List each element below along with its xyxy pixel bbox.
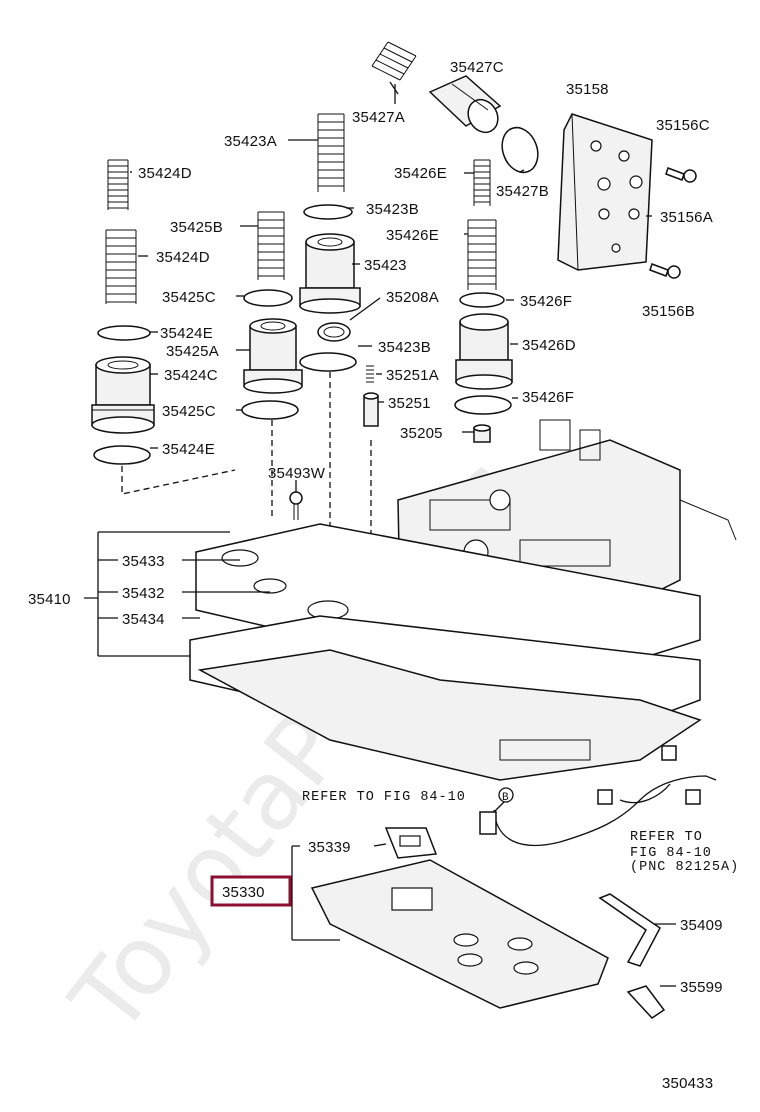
label-35426f-lower[interactable]: 35426F [522, 389, 574, 406]
o-ring-35423b-lower[interactable] [299, 352, 357, 372]
cover-plate-35158[interactable] [557, 113, 653, 271]
label-35156c[interactable]: 35156C [656, 117, 710, 134]
wire-harness[interactable] [479, 745, 717, 847]
ring-35208a[interactable] [317, 322, 351, 342]
label-35424c[interactable]: 35424C [164, 367, 218, 384]
label-35427b[interactable]: 35427B [496, 183, 549, 200]
label-35423a[interactable]: 35423A [224, 133, 277, 150]
piston-35423[interactable] [299, 233, 361, 314]
spring-35427a[interactable] [371, 41, 417, 81]
spring-35424d-lower[interactable] [105, 229, 137, 304]
label-35599[interactable]: 35599 [680, 979, 723, 996]
o-ring-35426f-upper[interactable] [459, 292, 505, 308]
label-35423b-lower[interactable]: 35423B [378, 339, 431, 356]
label-35410[interactable]: 35410 [28, 591, 71, 608]
bolt-35493w[interactable] [289, 491, 303, 520]
strainer-35330[interactable] [310, 859, 609, 1009]
label-35208a[interactable]: 35208A [386, 289, 439, 306]
bolt-35156b[interactable] [649, 263, 681, 279]
bracket-35599[interactable] [626, 985, 666, 1019]
label-35424d-lower[interactable]: 35424D [156, 249, 210, 266]
label-35425b[interactable]: 35425B [170, 219, 223, 236]
o-ring-35426f-lower[interactable] [454, 395, 512, 415]
refer-to-fig-1[interactable]: REFER TO FIG 84-10 [302, 790, 466, 805]
refer-to-line3[interactable]: (PNC 82125A) [630, 860, 739, 875]
label-35158[interactable]: 35158 [566, 81, 609, 98]
label-35427c[interactable]: 35427C [450, 59, 504, 76]
bolt-35156c[interactable] [665, 167, 697, 183]
label-35424d-upper[interactable]: 35424D [138, 165, 192, 182]
label-35426e-upper[interactable]: 35426E [394, 165, 447, 182]
refer-to-line2[interactable]: FIG 84-10 [630, 846, 712, 861]
leader-lines [84, 81, 676, 987]
label-35426f-upper[interactable]: 35426F [520, 293, 572, 310]
label-35156b[interactable]: 35156B [642, 303, 695, 320]
label-35432[interactable]: 35432 [122, 585, 165, 602]
o-ring-35424e-lower[interactable] [93, 445, 151, 465]
label-35251[interactable]: 35251 [388, 395, 431, 412]
spring-35423a[interactable] [317, 113, 345, 192]
label-35156a[interactable]: 35156A [660, 209, 713, 226]
label-35425c-lower[interactable]: 35425C [162, 403, 216, 420]
label-35426e-lower[interactable]: 35426E [386, 227, 439, 244]
label-35425a[interactable]: 35425A [166, 343, 219, 360]
cap-35427b[interactable] [496, 123, 544, 178]
figure-number: 350433 [662, 1075, 713, 1092]
o-ring-35425c-lower[interactable] [241, 400, 299, 420]
spring-35426e-upper[interactable] [473, 159, 491, 206]
gasket-35339[interactable] [384, 827, 438, 859]
refer-marker-b-letter: B [502, 792, 510, 804]
o-ring-35424e-upper[interactable] [97, 325, 151, 341]
label-35339[interactable]: 35339 [308, 839, 351, 856]
refer-marker-b[interactable]: B [498, 787, 514, 804]
valve-35251[interactable] [363, 392, 379, 427]
label-35205[interactable]: 35205 [400, 425, 443, 442]
label-35423b-upper[interactable]: 35423B [366, 201, 419, 218]
piston-35426d[interactable] [455, 313, 513, 390]
label-35251a[interactable]: 35251A [386, 367, 439, 384]
highlight-35330[interactable]: 35330 [210, 875, 292, 907]
label-35330: 35330 [222, 884, 265, 901]
valve-body-lower[interactable] [197, 649, 702, 781]
o-ring-35425c-upper[interactable] [243, 289, 293, 307]
label-35493w[interactable]: 35493W [268, 465, 326, 482]
label-35425c-upper[interactable]: 35425C [162, 289, 216, 306]
spring-35251a[interactable] [366, 365, 374, 383]
piston-35424c[interactable] [91, 356, 155, 434]
label-35423[interactable]: 35423 [364, 257, 407, 274]
spring-35425b[interactable] [257, 211, 285, 280]
label-35409[interactable]: 35409 [680, 917, 723, 934]
label-35427a[interactable]: 35427A [352, 109, 405, 126]
label-35433[interactable]: 35433 [122, 553, 165, 570]
piston-35425a[interactable] [243, 318, 303, 394]
plunger-35427c[interactable] [428, 75, 504, 138]
plug-35205[interactable] [473, 424, 491, 443]
label-35424e-lower[interactable]: 35424E [162, 441, 215, 458]
spring-35426e-lower[interactable] [467, 219, 497, 290]
dashed-leader-35424 [121, 466, 236, 495]
bracket-35409[interactable] [598, 893, 661, 967]
label-35426d[interactable]: 35426D [522, 337, 576, 354]
refer-to-line1[interactable]: REFER TO [630, 830, 703, 845]
label-35434[interactable]: 35434 [122, 611, 165, 628]
spring-35424d-upper[interactable] [107, 158, 129, 210]
o-ring-35423b-upper[interactable] [303, 204, 353, 220]
label-35424e-upper[interactable]: 35424E [160, 325, 213, 342]
